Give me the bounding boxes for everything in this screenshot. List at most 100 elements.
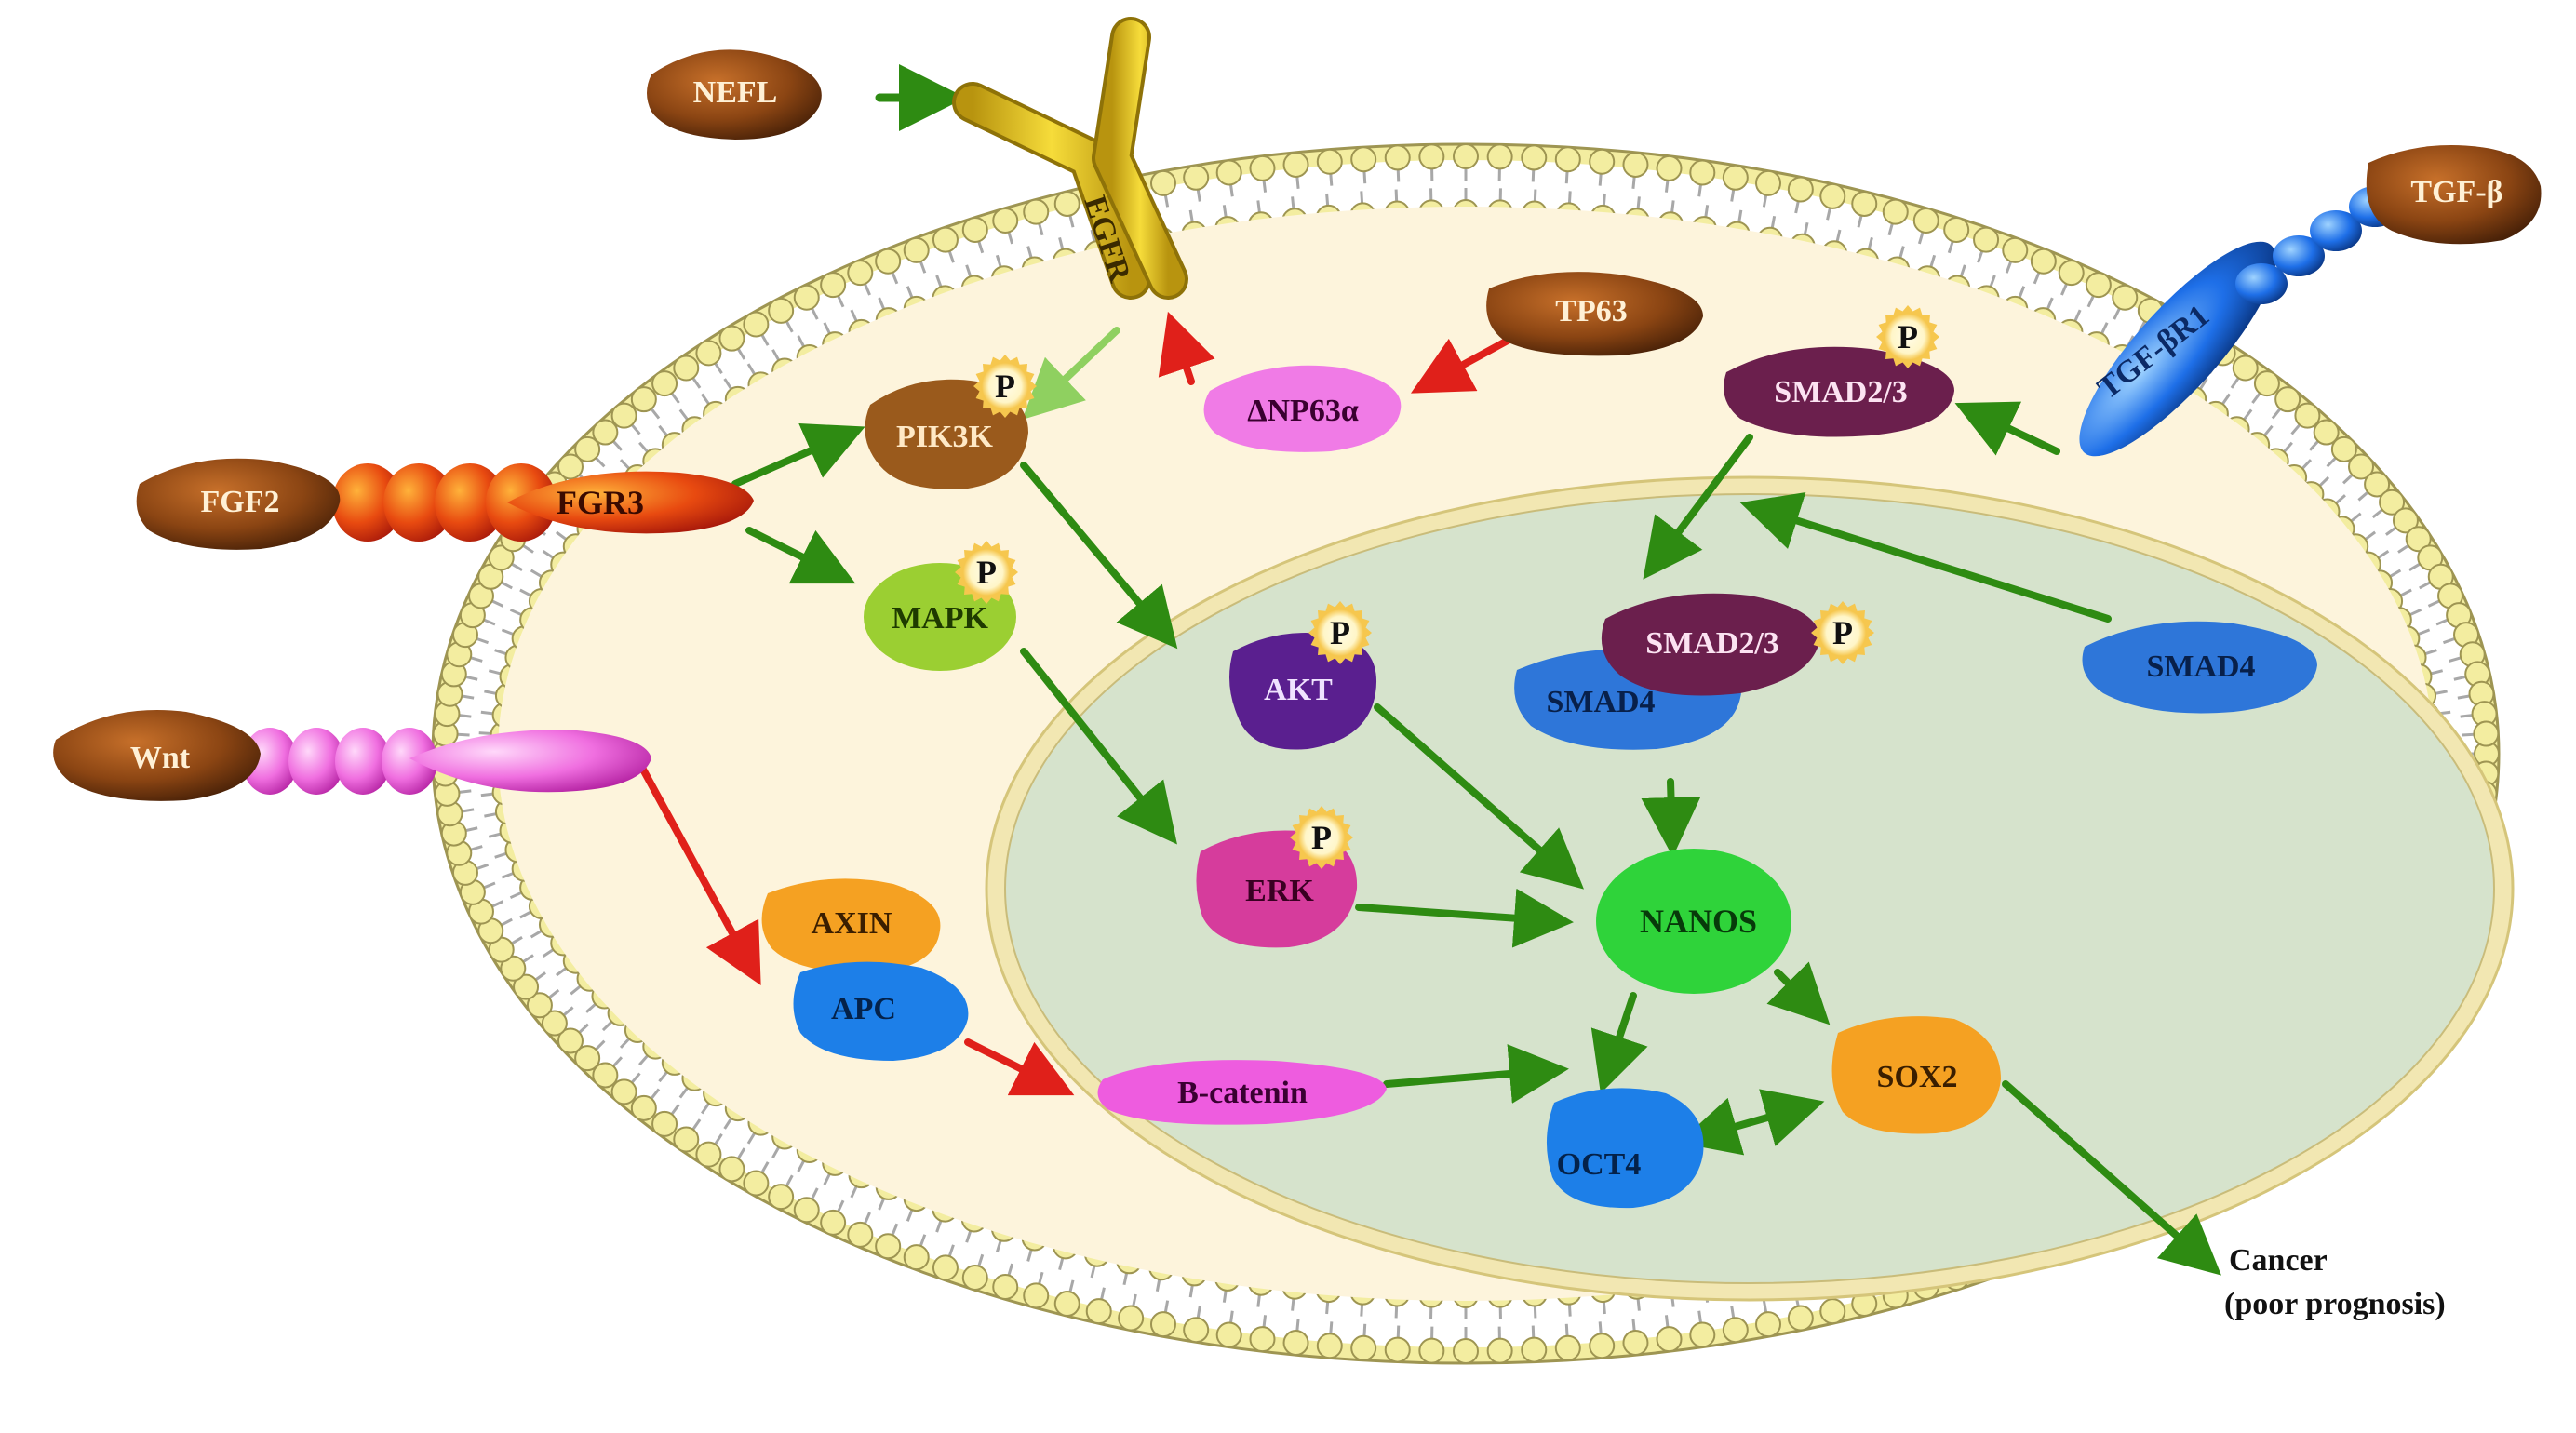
arrow-smad23-nucleus <box>1643 434 1753 580</box>
nefl-label: NEFL <box>693 75 778 110</box>
proteins: ΔNP63α SMAD2/3 PIK3K MAPK AKT SMAD4 SMAD… <box>761 346 2317 1209</box>
lipid-head <box>1453 1338 1479 1364</box>
wnt-receptor <box>242 728 651 795</box>
lipid-head <box>1622 1330 1649 1357</box>
lipid-head <box>1453 143 1479 169</box>
lipid-head <box>1755 1311 1782 1338</box>
lipid-head <box>651 1110 678 1137</box>
tp63-ligand <box>1486 272 1703 356</box>
lipid-head <box>630 386 657 413</box>
lipid-head <box>673 1126 700 1153</box>
lipid-head <box>1418 143 1445 170</box>
lipid-head <box>932 226 959 253</box>
lipid-head <box>903 1244 930 1271</box>
lipid-head <box>743 311 770 338</box>
phosphate-label: P <box>976 554 997 591</box>
lipid-head <box>1722 1317 1749 1344</box>
phosphate-circle <box>963 549 1010 596</box>
lipid-head <box>1589 148 1616 175</box>
sox2-label: SOX2 <box>1877 1060 1958 1094</box>
lipid-head <box>2112 284 2139 311</box>
lipid-head <box>1023 198 1050 225</box>
lipid-head <box>2348 453 2375 480</box>
wnt-label: Wnt <box>130 741 191 775</box>
lipid-head <box>1554 1334 1581 1361</box>
bcatenin-protein <box>1097 1060 1387 1125</box>
mapk-label: MAPK <box>892 601 988 636</box>
lipid-head <box>2392 507 2419 534</box>
smad4-cytoplasm-label: SMAD4 <box>2146 650 2255 684</box>
apc-protein <box>793 961 969 1061</box>
lipid-head <box>2253 370 2280 397</box>
lipid-head <box>1554 146 1581 173</box>
smad4-nucleus-label: SMAD4 <box>1546 685 1655 719</box>
lipid-head <box>2313 419 2340 446</box>
lipid-head <box>847 260 874 287</box>
lipid-head <box>1053 190 1080 217</box>
lipid-head <box>557 453 584 480</box>
lipid-head <box>1622 151 1649 178</box>
lipid-head <box>992 208 1019 234</box>
lipid-head <box>2330 435 2357 462</box>
lipid-head <box>1350 146 1377 173</box>
arrow-akt-nanos <box>1374 703 1585 890</box>
lipid-head <box>488 544 515 571</box>
lipid-head <box>1183 164 1210 191</box>
phosphate-circle <box>982 363 1028 409</box>
lipid-head <box>695 340 722 367</box>
lipid-head <box>574 435 601 462</box>
lipid-head <box>673 355 700 382</box>
lipid-head <box>1943 216 1970 243</box>
lipid-head <box>695 1141 722 1168</box>
lipid-head <box>1486 143 1513 170</box>
smad4-cytoplasm-protein <box>2082 621 2317 714</box>
lipid-head <box>1656 1326 1683 1353</box>
lipid-head <box>1085 1298 1112 1325</box>
lipid-head <box>875 1233 902 1260</box>
smad23-cytoplasm-label: SMAD2/3 <box>1774 375 1908 409</box>
phosphate-label: P <box>1311 819 1332 856</box>
lipid-head <box>500 955 527 982</box>
lipid-head <box>718 325 745 352</box>
oct4-label: OCT4 <box>1557 1147 1642 1182</box>
axin-protein <box>761 878 941 973</box>
phosphate-badge: P <box>1811 601 1874 664</box>
arrow-smad4-nucleus <box>1739 491 2112 623</box>
lipid-head <box>2030 248 2057 275</box>
prognosis-label: (poor prognosis) <box>2224 1287 2446 1321</box>
fgf2-ligand <box>136 458 341 550</box>
lipid-head <box>875 248 902 275</box>
arrow-nanos-oct4 <box>1590 992 1648 1094</box>
lipid-head <box>793 284 820 311</box>
phosphate-circle <box>1298 814 1345 861</box>
lipid-head <box>2085 272 2112 299</box>
nanos-label: NANOS <box>1640 903 1757 940</box>
smad23-cytoplasm-protein <box>1724 346 1954 437</box>
arrow-fgr3-pik3k <box>731 423 865 488</box>
apc-label: APC <box>831 992 896 1026</box>
lipid-head <box>1149 1311 1176 1338</box>
lipid-head <box>1316 148 1343 175</box>
lipid-head <box>1722 164 1749 191</box>
phosphate-label: P <box>1898 318 1918 355</box>
lipid-head <box>718 1156 745 1183</box>
lipid-head <box>1787 176 1814 203</box>
phosphate-badge: P <box>1308 601 1372 664</box>
arrow-smad-complex-nanos <box>1641 778 1701 857</box>
lipid-head <box>1249 1326 1276 1353</box>
lipid-head <box>768 1184 795 1211</box>
arrow-dnp63a-egfr <box>1158 311 1215 385</box>
lipid-head <box>541 1010 568 1037</box>
erk-label: ERK <box>1245 874 1314 908</box>
lipid-head <box>2002 236 2029 263</box>
lipid-head <box>610 1078 637 1105</box>
lipid-head <box>526 992 553 1019</box>
lipid-head <box>2294 402 2321 429</box>
tgf-beta-label: TGF-β <box>2410 175 2502 209</box>
lipid-head <box>743 1170 770 1197</box>
lipid-head <box>1755 169 1782 196</box>
lipid-head <box>793 1197 820 1224</box>
lipid-head <box>992 1273 1019 1300</box>
phosphate-badge: P <box>973 355 1037 418</box>
fgf2-label: FGF2 <box>201 485 280 519</box>
